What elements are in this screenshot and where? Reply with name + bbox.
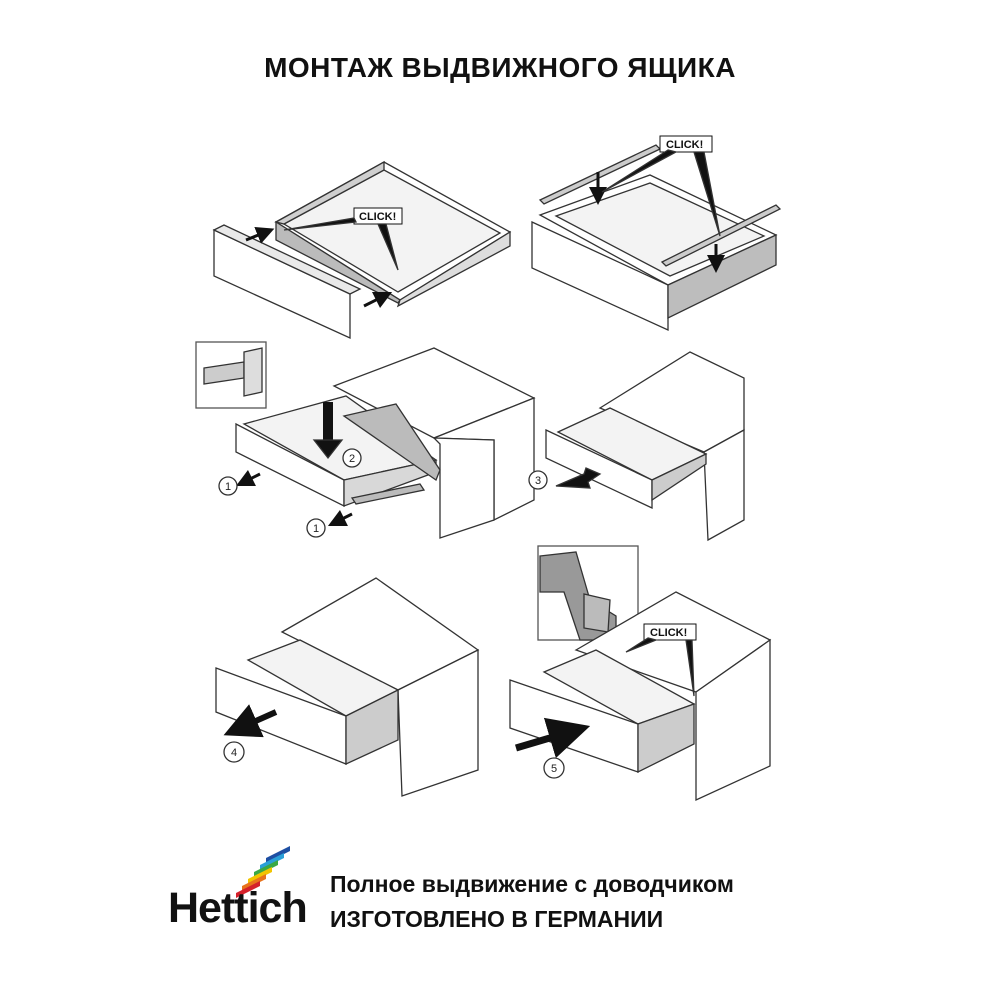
step-1b: 1 — [313, 523, 319, 535]
panel-insert-drawer — [528, 351, 745, 542]
hettich-logo-mark — [236, 846, 290, 898]
panel-rails-click — [531, 135, 782, 332]
click-label-3: CLICK! — [650, 627, 687, 639]
step-1a: 1 — [225, 481, 231, 493]
logo-stripe — [260, 853, 284, 870]
page-title: МОНТАЖ ВЫДВИЖНОГО ЯЩИКА — [264, 52, 736, 83]
click-label-2: CLICK! — [666, 139, 703, 151]
step-2: 2 — [349, 453, 355, 465]
logo-stripe — [236, 881, 260, 898]
logo-stripe — [242, 874, 266, 891]
click-label-1: CLICK! — [359, 211, 396, 223]
step-5: 5 — [551, 763, 557, 775]
panel-front-attach — [212, 160, 512, 340]
tagline-feature: Полное выдвижение с доводчиком — [330, 871, 734, 897]
panel-pull-out — [215, 577, 480, 797]
logo-stripe — [254, 860, 278, 877]
step-3: 3 — [535, 475, 541, 487]
panel-remove-drawer — [195, 341, 536, 539]
logo-stripe — [266, 846, 290, 863]
tagline-origin: ИЗГОТОВЛЕНО В ГЕРМАНИИ — [330, 906, 664, 932]
step-4: 4 — [231, 747, 237, 759]
brand-logo-text: Hettich — [168, 884, 308, 932]
panel-close-drawer — [509, 545, 772, 802]
logo-stripe — [248, 867, 272, 884]
